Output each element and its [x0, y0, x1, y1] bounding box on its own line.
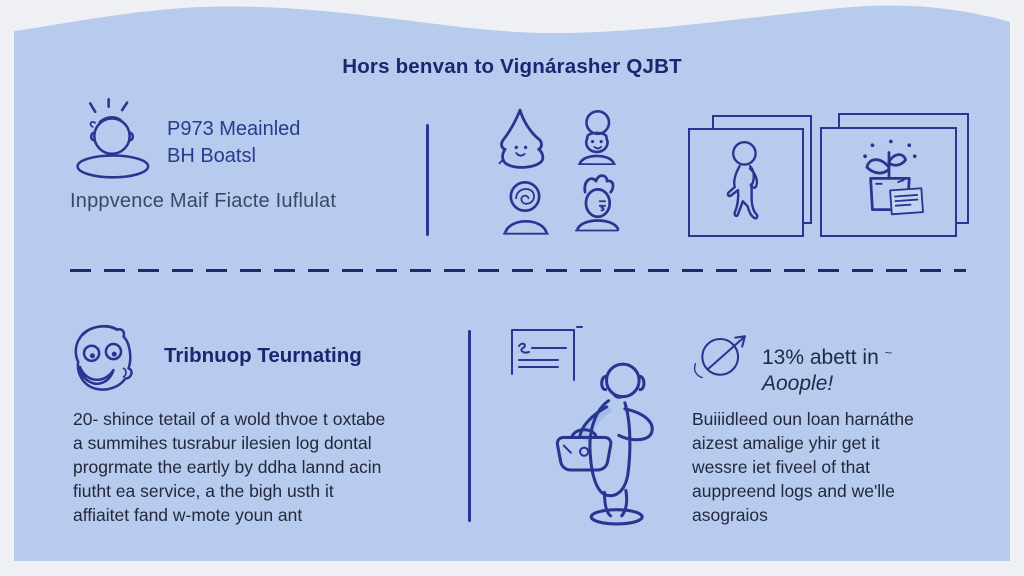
dashed-divider	[70, 269, 966, 272]
walking-person-card	[688, 128, 804, 237]
blue-panel	[14, 0, 1010, 561]
paragraph-line: progrmate the eartly by ddha lannd acin	[73, 457, 382, 477]
page-title: Hors benvan to Vignárasher QJBT	[342, 55, 682, 78]
top-vertical-divider	[426, 124, 429, 236]
paragraph-line: a summihes tusrabur ilesien log dontal	[73, 433, 372, 453]
bottom-vertical-divider	[468, 330, 471, 522]
scribble-mark: ~	[884, 345, 893, 360]
bottom-right-heading: 13% abett in ~ Aoople!	[762, 340, 892, 397]
paragraph-line: fiutht ea service, a the bigh usth it	[73, 481, 334, 501]
bottom-left-heading: Tribnuop Teurnating	[164, 344, 362, 367]
bottom-right-heading-line1: 13% abett in ~	[762, 340, 892, 371]
gnome-avatar-icon	[498, 108, 545, 169]
growth-arrow-icon	[693, 335, 746, 379]
top-left-heading-line2: BH Boatsl	[167, 145, 256, 167]
paragraph-line: auppreend logs and we'lle	[692, 481, 895, 501]
sprout-box-icon	[862, 139, 924, 216]
afro-avatar-icon	[577, 109, 616, 165]
paragraph-line: wessre iet fiveel of that	[692, 457, 870, 477]
paragraph-line: Buiiidleed oun loan harnáthe	[692, 409, 914, 429]
stat-text: 13% abett in	[762, 346, 879, 369]
top-left-subtext: Inppvence Maif Fiacte Iuflulat	[70, 190, 337, 212]
paragraph-line: affiaitet fand w-mote youn ant	[73, 505, 303, 525]
walking-person-icon	[726, 140, 759, 220]
wave-top-edge	[0, 0, 1024, 34]
bottom-right-heading-line2: Aoople!	[762, 372, 834, 395]
happy-face-icon	[74, 324, 133, 391]
paragraph-line: asograios	[692, 505, 768, 525]
bottom-right-paragraph: Buiiidleed oun loan harnáthe aizest amal…	[692, 407, 1002, 527]
note-document-icon	[511, 326, 583, 381]
paragraph-line: 20- shince tetail of a wold thvoe t oxta…	[73, 409, 386, 429]
person-idea-icon	[76, 97, 150, 179]
top-left-heading: P973 Meainled BH Boatsl	[167, 116, 300, 170]
sprout-box-card	[820, 127, 957, 237]
person-with-bag-icon	[555, 362, 654, 526]
paragraph-line: aizest amalige yhir get it	[692, 433, 880, 453]
swirl-hair-avatar-icon	[502, 180, 549, 235]
top-left-heading-line1: P973 Meainled	[167, 118, 301, 140]
spiky-hair-avatar-icon	[574, 174, 620, 232]
bottom-left-paragraph: 20- shince tetail of a wold thvoe t oxta…	[73, 407, 453, 527]
